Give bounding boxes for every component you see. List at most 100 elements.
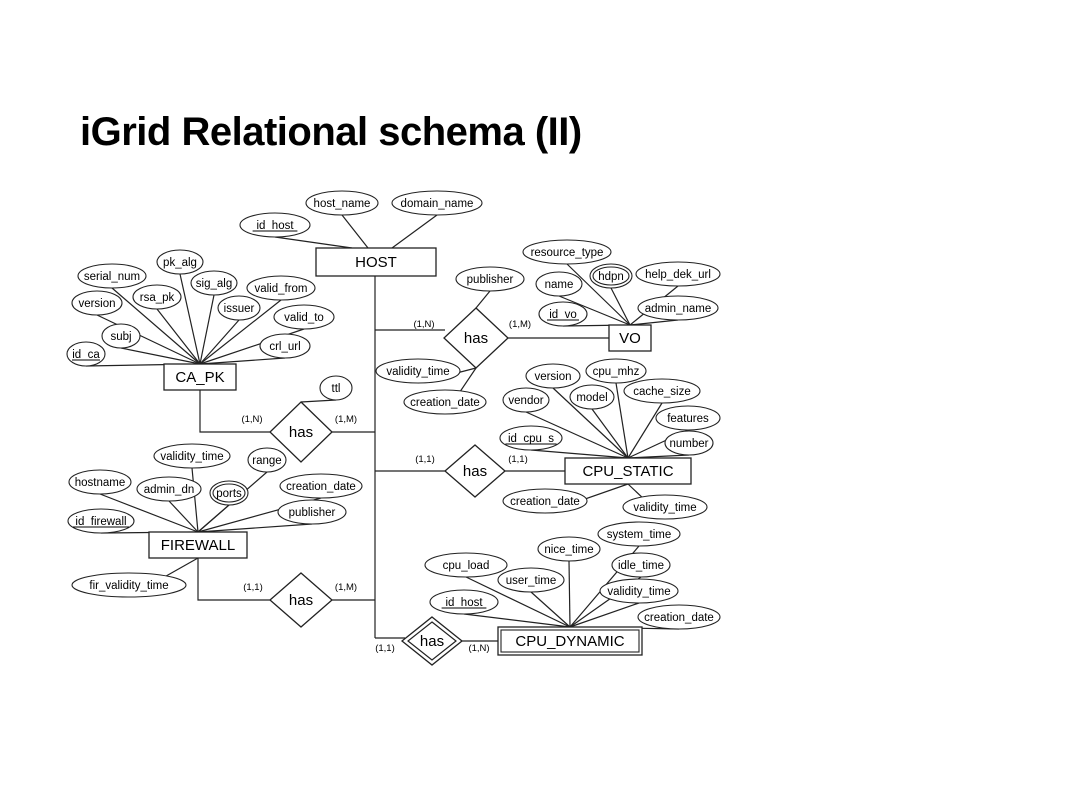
attribute-rsa-pk: rsa_pk — [132, 284, 182, 310]
attribute-label: user_time — [506, 575, 557, 587]
attribute-label: publisher — [467, 274, 514, 286]
attribute-range: range — [247, 447, 287, 473]
attribute-creation-date: creation_date — [403, 389, 487, 415]
attribute-validity-time: validity_time — [622, 494, 708, 520]
attribute-hostname: hostname — [68, 469, 132, 495]
attribute-number: number — [664, 430, 714, 456]
attribute-label: id_host — [256, 220, 294, 232]
attribute-label: issuer — [224, 303, 255, 315]
attribute-cpu-mhz: cpu_mhz — [585, 358, 647, 384]
attribute-label: validity_time — [160, 451, 223, 463]
attribute-label: ports — [216, 488, 242, 500]
attribute-user-time: user_time — [497, 567, 565, 593]
attribute-label: ttl — [332, 383, 341, 395]
attribute-label: id_vo — [549, 309, 577, 321]
entity-cpu-dynamic: CPU_DYNAMIC — [497, 626, 643, 656]
cardinality-host-cpu-dynamic: (1,1) — [375, 643, 395, 654]
attribute-label: admin_dn — [144, 484, 195, 496]
attribute-validity-time: validity_time — [375, 358, 461, 384]
attribute-id-host: id_host — [239, 212, 311, 238]
attribute-label: hostname — [75, 477, 126, 489]
attribute-label: rsa_pk — [140, 292, 175, 304]
relationship-label: has — [463, 463, 487, 480]
attribute-issuer: issuer — [217, 295, 261, 321]
entity-label: CA_PK — [175, 369, 224, 386]
attribute-nice-time: nice_time — [537, 536, 601, 562]
entity-label: FIREWALL — [161, 537, 235, 554]
attribute-idle-time: idle_time — [611, 552, 671, 578]
attribute-label: idle_time — [618, 560, 664, 572]
attribute-label: validity_time — [386, 366, 449, 378]
attribute-label: id_ca — [72, 349, 100, 361]
attribute-id-ca: id_ca — [66, 341, 106, 367]
relationship-firewall-has: has — [269, 572, 333, 628]
relationship-label: has — [289, 424, 313, 441]
cardinality-host-vo: (1,N) — [413, 319, 434, 330]
attribute-validity-time: validity_time — [599, 578, 679, 604]
entity-vo: VO — [608, 324, 652, 352]
attribute-host-name: host_name — [305, 190, 379, 216]
attribute-creation-date: creation_date — [279, 473, 363, 499]
attribute-id-cpu-s: id_cpu_s — [499, 425, 563, 451]
attribute-valid-from: valid_from — [246, 275, 316, 301]
cardinality-ca-side: (1,N) — [241, 414, 262, 425]
entity-firewall: FIREWALL — [148, 531, 248, 559]
relationship-label: has — [464, 330, 488, 347]
attribute-label: resource_type — [531, 247, 604, 259]
attribute-id-host: id_host — [429, 589, 499, 615]
attribute-label: system_time — [607, 529, 672, 541]
entity-label: VO — [619, 330, 641, 347]
attribute-label: version — [78, 298, 115, 310]
attribute-label: creation_date — [644, 612, 714, 624]
attribute-label: hdpn — [598, 271, 624, 283]
attribute-label: valid_from — [254, 283, 307, 295]
attribute-label: validity_time — [633, 502, 696, 514]
attribute-creation-date: creation_date — [502, 488, 588, 514]
attribute-cache-size: cache_size — [623, 378, 701, 404]
cardinality-vo-side: (1,M) — [509, 319, 531, 330]
attribute-label: model — [576, 392, 607, 404]
cardinality-host-ca: (1,M) — [335, 414, 357, 425]
attribute-label: cpu_load — [443, 560, 490, 572]
attribute-creation-date: creation_date — [637, 604, 721, 630]
entity-ca-pk: CA_PK — [163, 363, 237, 391]
attribute-label: cpu_mhz — [593, 366, 640, 378]
attribute-valid-to: valid_to — [273, 304, 335, 330]
attribute-model: model — [569, 384, 615, 410]
attribute-ttl: ttl — [319, 375, 353, 401]
attribute-pk-alg: pk_alg — [156, 249, 204, 275]
attribute-help-dek-url: help_dek_url — [635, 261, 721, 287]
relationship-label: has — [420, 633, 444, 650]
attribute-resource-type: resource_type — [522, 239, 612, 265]
attribute-system-time: system_time — [597, 521, 681, 547]
cardinality-host-cpu-static: (1,1) — [415, 454, 435, 465]
attribute-fir-validity-time: fir_validity_time — [71, 572, 187, 598]
attribute-id-firewall: id_firewall — [67, 508, 135, 534]
entity-label: CPU_DYNAMIC — [515, 633, 624, 650]
cardinality-cpu-dynamic-side: (1,N) — [468, 643, 489, 654]
attribute-label: subj — [110, 331, 131, 343]
attribute-label: domain_name — [401, 198, 474, 210]
cardinality-cpu-static-side: (1,1) — [508, 454, 528, 465]
attribute-label: help_dek_url — [645, 269, 711, 281]
attribute-id-vo: id_vo — [538, 301, 588, 327]
slide-title: iGrid Relational schema (II) — [80, 110, 582, 154]
attribute-label: creation_date — [410, 397, 480, 409]
attribute-vendor: vendor — [502, 387, 550, 413]
attribute-label: serial_num — [84, 271, 140, 283]
relationship-vo-has: has — [443, 307, 509, 369]
attribute-label: version — [534, 371, 571, 383]
attribute-label: cache_size — [633, 386, 691, 398]
attribute-domain-name: domain_name — [391, 190, 483, 216]
entity-host: HOST — [315, 247, 437, 277]
relationship-cpu-dynamic-has: has — [400, 616, 464, 666]
attribute-label: pk_alg — [163, 257, 197, 269]
attribute-hdpn: hdpn — [589, 263, 633, 289]
attribute-features: features — [655, 405, 721, 431]
attribute-label: host_name — [314, 198, 371, 210]
relationship-label: has — [289, 592, 313, 609]
attribute-admin-name: admin_name — [637, 295, 719, 321]
attribute-label: nice_time — [544, 544, 593, 556]
attribute-label: valid_to — [284, 312, 324, 324]
